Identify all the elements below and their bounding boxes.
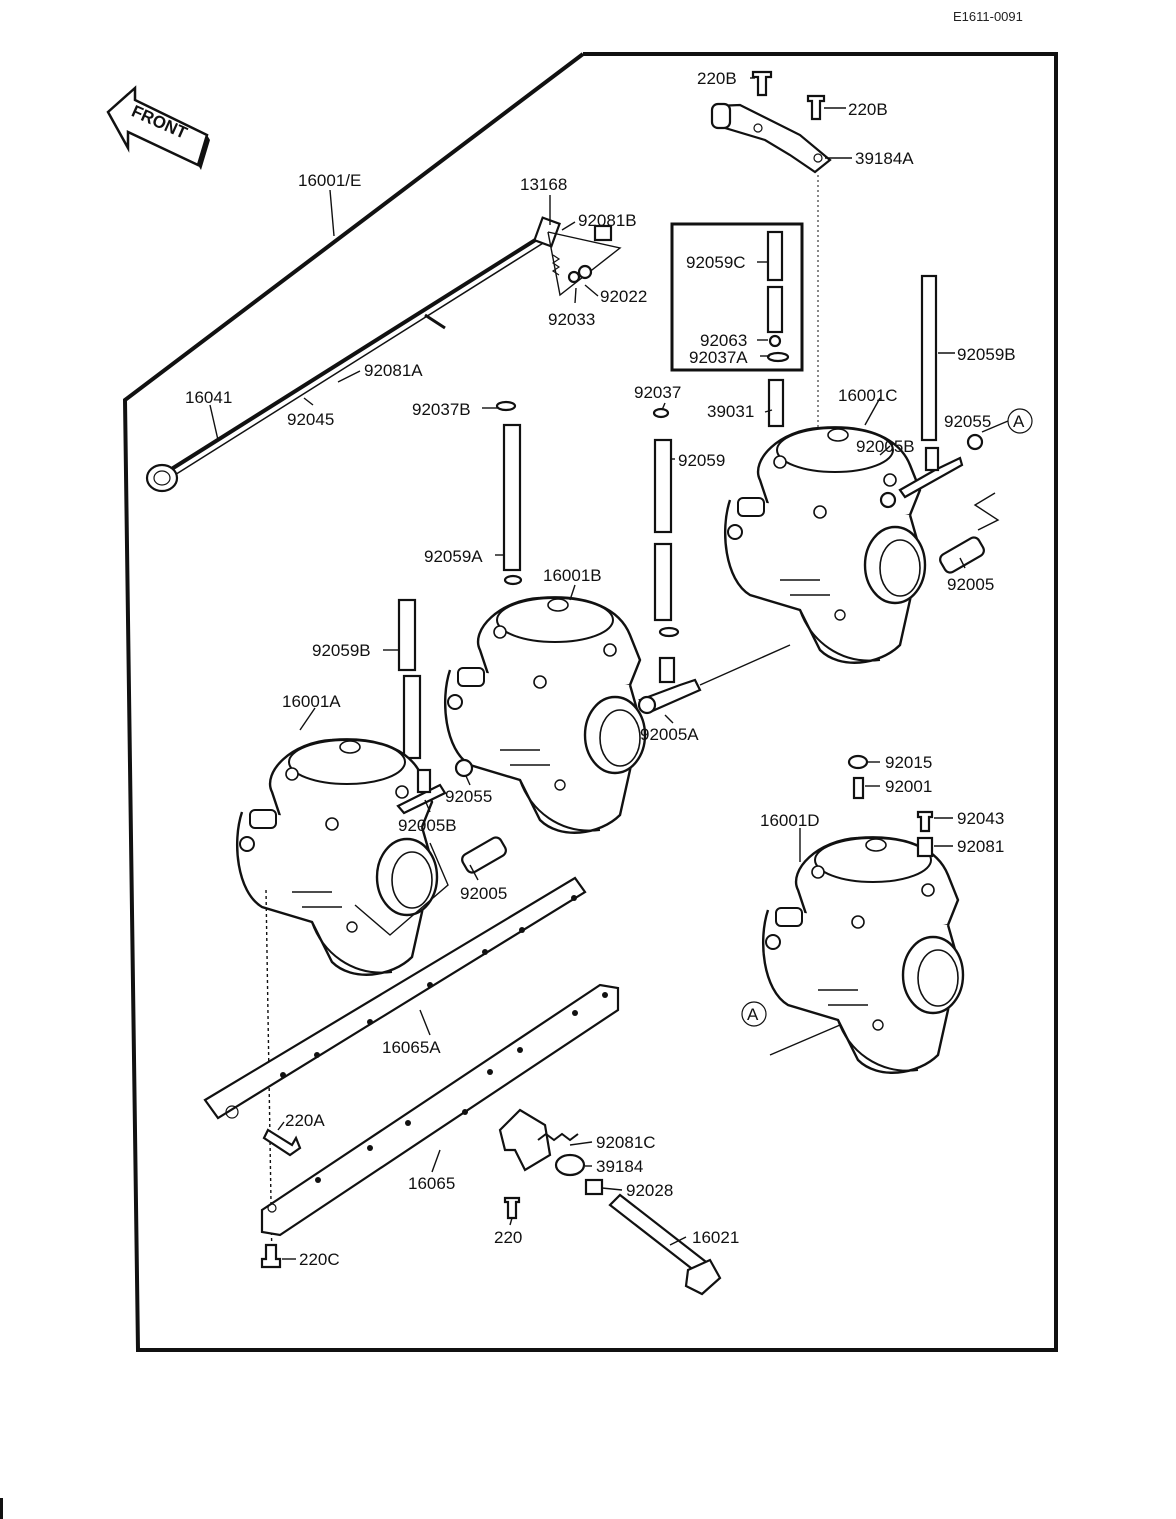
label-16001D: 16001D	[760, 811, 820, 830]
label-92001: 92001	[885, 777, 932, 796]
label-92081B: 92081B	[578, 211, 637, 230]
label-92005-1: 92005	[947, 575, 994, 594]
screw-92001	[852, 776, 865, 800]
label-92045: 92045	[287, 410, 334, 429]
label-16021: 16021	[692, 1228, 739, 1247]
bracket-39184	[498, 1108, 722, 1296]
label-92059C: 92059C	[686, 253, 746, 272]
stay-16065A	[203, 876, 587, 1120]
label-92015: 92015	[885, 753, 932, 772]
tube-92059-lower	[653, 542, 673, 622]
ref-circle-A-bottom: A	[741, 1001, 767, 1027]
cap-92015	[847, 754, 869, 770]
leader-lines	[209, 77, 1009, 1260]
label-16065A: 16065A	[382, 1038, 441, 1057]
label-92055-2: 92055	[445, 787, 492, 806]
label-92059B-1: 92059B	[957, 345, 1016, 364]
label-16001B: 16001B	[543, 566, 602, 585]
diagram-frame	[122, 52, 1058, 1352]
label-92059B-2: 92059B	[312, 641, 371, 660]
tube-92059B-left-lower	[402, 674, 422, 760]
label-92033: 92033	[548, 310, 595, 329]
screw-220	[503, 1196, 521, 1220]
label-220B-2: 220B	[848, 100, 888, 119]
tube-92059B-left-upper	[397, 598, 417, 672]
clip-lower	[658, 626, 680, 638]
clip-92037B	[495, 400, 517, 412]
label-220A: 220A	[285, 1111, 325, 1130]
label-220: 220	[494, 1228, 522, 1247]
front-arrow-icon: FRONT	[106, 85, 210, 170]
label-92005A: 92005A	[640, 725, 699, 744]
bolt-220A	[262, 1128, 302, 1157]
label-220C: 220C	[299, 1250, 340, 1269]
inset-box	[670, 222, 804, 372]
fitting-92005A	[637, 644, 791, 715]
label-92081C: 92081C	[596, 1133, 656, 1152]
label-39031: 39031	[707, 402, 754, 421]
tube-39031	[767, 378, 785, 428]
link-line-16001A	[354, 842, 449, 936]
label-16001C: 16001C	[838, 386, 898, 405]
throttle-shaft	[145, 216, 561, 493]
svg-text:A: A	[1013, 412, 1025, 431]
carburetor-16001C	[723, 426, 927, 664]
carburetor-16001D	[761, 836, 965, 1074]
label-39184A: 39184A	[855, 149, 914, 168]
fitting-92005B-right	[879, 433, 984, 509]
label-92043: 92043	[957, 809, 1004, 828]
part-labels: 16001/E 13168 92081B 92022 92033 220B 22…	[185, 69, 1016, 1269]
label-16001E: 16001/E	[298, 171, 361, 190]
diagram-code: E1611-0091	[953, 9, 1023, 24]
label-92022: 92022	[600, 287, 647, 306]
joint-92005-right	[939, 492, 1000, 574]
svg-text:A: A	[747, 1005, 759, 1024]
label-16041: 16041	[185, 388, 232, 407]
bolt-220C	[260, 1243, 282, 1269]
label-92005B-1: 92005B	[856, 437, 915, 456]
label-39184: 39184	[596, 1157, 643, 1176]
tube-92059B-right	[920, 274, 938, 442]
spring-group-13168	[547, 224, 622, 297]
label-220B-1: 220B	[697, 69, 737, 88]
label-92037A: 92037A	[689, 348, 748, 367]
tube-92059-upper	[653, 438, 673, 534]
label-92055-1: 92055	[944, 412, 991, 431]
ref-circle-A-top: A	[1007, 408, 1033, 434]
clip-92059A	[503, 574, 523, 586]
label-92081: 92081	[957, 837, 1004, 856]
stay-16065	[260, 983, 620, 1237]
label-16065: 16065	[408, 1174, 455, 1193]
label-92005B-2: 92005B	[398, 816, 457, 835]
label-92081A: 92081A	[364, 361, 423, 380]
label-92005-2: 92005	[460, 884, 507, 903]
label-92037: 92037	[634, 383, 681, 402]
scan-edge-mark	[0, 1498, 3, 1519]
joint-92005-left	[461, 836, 507, 874]
screw-92043	[916, 810, 934, 833]
tube-92059A	[502, 423, 522, 572]
label-92037B: 92037B	[412, 400, 471, 419]
fitting-92005B-left	[396, 758, 474, 815]
clip-92037	[652, 407, 670, 419]
spring-92081	[916, 836, 934, 858]
label-13168: 13168	[520, 175, 567, 194]
label-92059A: 92059A	[424, 547, 483, 566]
label-92063: 92063	[700, 331, 747, 350]
throttle-bracket-39184A	[710, 70, 832, 490]
label-16001A: 16001A	[282, 692, 341, 711]
label-92059: 92059	[678, 451, 725, 470]
line-ref-A	[769, 1024, 841, 1056]
label-92028: 92028	[626, 1181, 673, 1200]
